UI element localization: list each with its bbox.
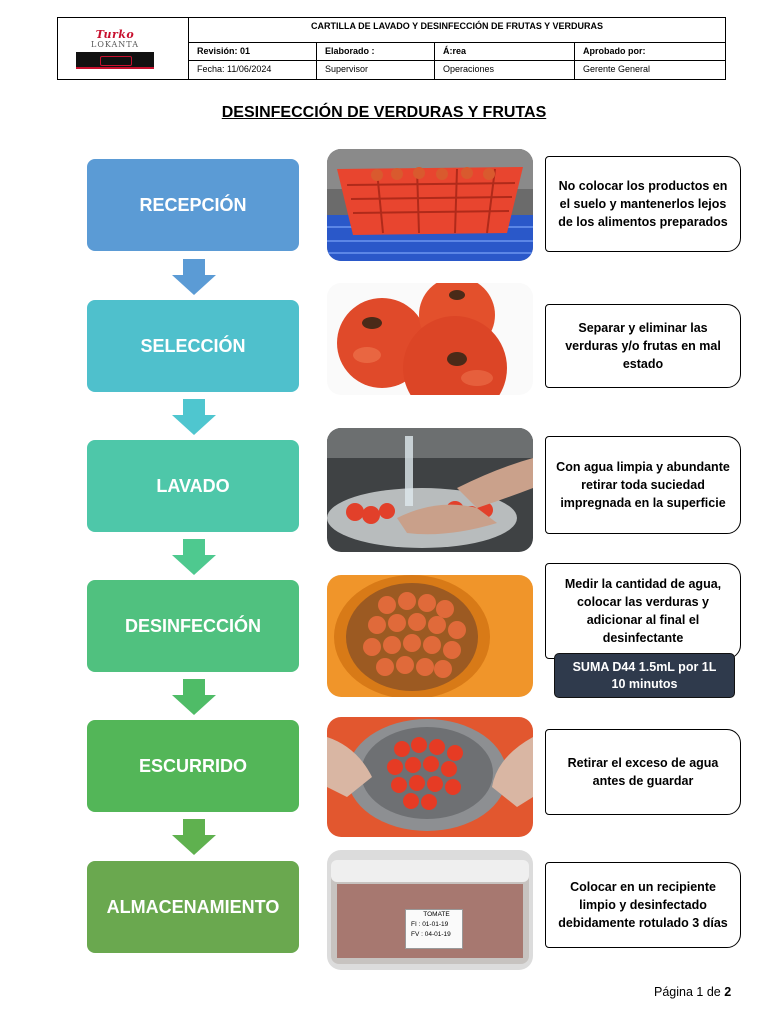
document-title: DESINFECCIÓN DE VERDURAS Y FRUTAS bbox=[0, 104, 768, 122]
step-almacenamiento: ALMACENAMIENTO bbox=[87, 861, 299, 953]
document-title-text: DESINFECCIÓN DE VERDURAS Y FRUTAS bbox=[221, 104, 547, 121]
company-logo: Turko LOKANTA bbox=[76, 28, 154, 74]
step-lavado: LAVADO bbox=[87, 440, 299, 532]
photo-disinfection-bucket bbox=[327, 575, 533, 697]
logo-bar bbox=[76, 52, 154, 69]
photo-washing-tomatoes bbox=[327, 428, 533, 552]
dose-line2: 10 minutos bbox=[611, 677, 678, 691]
storage-label-title: TOMATE bbox=[423, 911, 450, 918]
flow-arrow-icon bbox=[172, 399, 216, 435]
logo-text: Turko bbox=[95, 28, 135, 41]
revision-label: Revisión: 01 bbox=[189, 43, 317, 60]
flow-arrow-icon bbox=[172, 679, 216, 715]
logo-subtext: LOKANTA bbox=[91, 40, 139, 49]
page-number: Página 1 de 2 bbox=[654, 985, 731, 999]
note-desinfeccion: Medir la cantidad de agua, colocar las v… bbox=[545, 563, 741, 659]
step-recepcion: RECEPCIÓN bbox=[87, 159, 299, 251]
note-escurrido: Retirar el exceso de agua antes de guard… bbox=[545, 729, 741, 815]
flow-arrow-icon bbox=[172, 819, 216, 855]
note-lavado: Con agua limpia y abundante retirar toda… bbox=[545, 436, 741, 534]
storage-label-fv: FV : 04-01-19 bbox=[411, 931, 451, 938]
header-title: CARTILLA DE LAVADO Y DESINFECCIÓN DE FRU… bbox=[189, 18, 725, 43]
flow-arrow-icon bbox=[172, 539, 216, 575]
header-row-labels: Revisión: 01 Elaborado : Á:rea Aprobado … bbox=[189, 43, 725, 61]
dose-badge: SUMA D44 1.5mL por 1L 10 minutos bbox=[554, 653, 735, 698]
step-desinfeccion: DESINFECCIÓN bbox=[87, 580, 299, 672]
note-almacenamiento: Colocar en un recipiente limpio y desinf… bbox=[545, 862, 741, 948]
document-header: Turko LOKANTA CARTILLA DE LAVADO Y DESIN… bbox=[57, 17, 726, 80]
logo-cell: Turko LOKANTA bbox=[58, 18, 189, 79]
header-row-values: Fecha: 11/06/2024 Supervisor Operaciones… bbox=[189, 61, 725, 79]
photo-reception-crates bbox=[327, 149, 533, 261]
gerente-value: Gerente General bbox=[583, 64, 651, 74]
operaciones-value: Operaciones bbox=[435, 61, 575, 79]
photo-draining-colander bbox=[327, 717, 533, 837]
area-label: Á:rea bbox=[435, 43, 575, 60]
storage-label-tag: TOMATE FI : 01-01-19 FV : 04-01-19 bbox=[405, 909, 463, 949]
elaborado-label: Elaborado : bbox=[317, 43, 435, 60]
page-prefix: Página 1 de bbox=[654, 985, 725, 999]
flow-arrow-icon bbox=[172, 259, 216, 295]
fecha-value: Fecha: 11/06/2024 bbox=[189, 61, 317, 79]
storage-label-fi: FI : 01-01-19 bbox=[411, 921, 449, 928]
note-seleccion: Separar y eliminar las verduras y/o frut… bbox=[545, 304, 741, 388]
supervisor-value: Supervisor bbox=[317, 61, 435, 79]
note-recepcion: No colocar los productos en el suelo y m… bbox=[545, 156, 741, 252]
aprobado-label: Aprobado por: bbox=[583, 46, 646, 56]
photo-selection-tomatoes bbox=[327, 283, 533, 395]
dose-line1: SUMA D44 1.5mL por 1L bbox=[572, 660, 717, 674]
step-seleccion: SELECCIÓN bbox=[87, 300, 299, 392]
page-total: 2 bbox=[724, 985, 732, 999]
step-escurrido: ESCURRIDO bbox=[87, 720, 299, 812]
